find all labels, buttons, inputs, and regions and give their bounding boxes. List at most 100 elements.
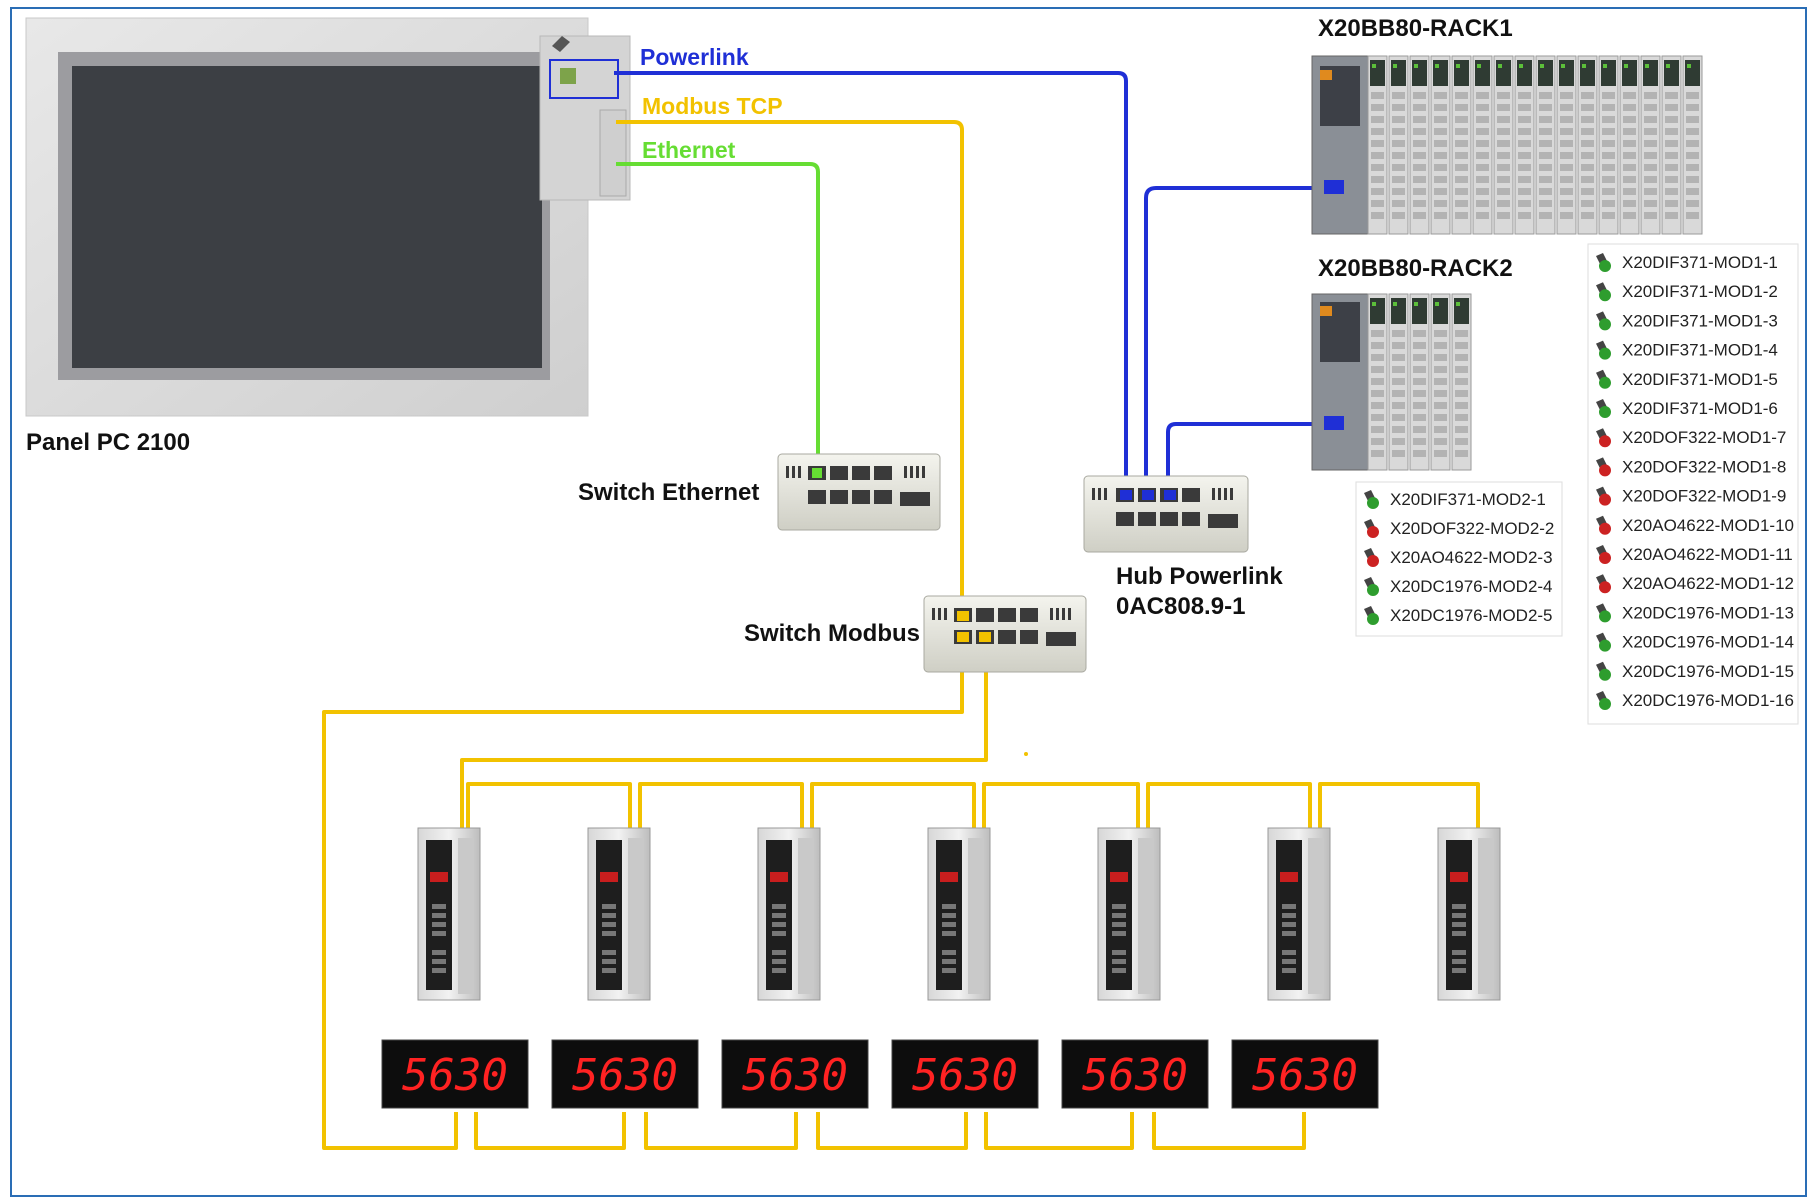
rack2-module-list-box: [1355, 481, 1563, 637]
modbus-drive[interactable]: [587, 827, 651, 1001]
module-name: X20AO4622-MOD1-11: [1622, 545, 1793, 564]
stray-dot: [1024, 752, 1028, 756]
modbus-drive[interactable]: [1437, 827, 1501, 1001]
status-green-icon: [1367, 584, 1379, 596]
status-green-icon: [1367, 613, 1379, 625]
status-green-icon: [1599, 668, 1611, 681]
modbus-drive[interactable]: [757, 827, 821, 1001]
modbus-chain-4: [982, 782, 1140, 832]
rack2-status-led: [1320, 306, 1332, 316]
module-list-item[interactable]: X20AO4622-MOD2-3: [1364, 548, 1553, 567]
module-name: X20DIF371-MOD1-3: [1622, 311, 1778, 330]
digital-display[interactable]: 5630: [891, 1039, 1039, 1109]
hub-powerlink[interactable]: [1083, 475, 1249, 553]
modbus-chain-3: [810, 782, 976, 832]
modbus-displays: 5630 5630 5630 5630 5630 5630: [381, 1039, 1379, 1109]
hub-powerlink-part: 0AC808.9-1: [1116, 593, 1245, 620]
status-red-icon: [1599, 493, 1611, 506]
modbus-drive[interactable]: [1267, 827, 1331, 1001]
module-list-item[interactable]: X20DIF371-MOD1-5: [1596, 369, 1778, 389]
panel-pc[interactable]: [25, 17, 631, 417]
status-green-icon: [1599, 260, 1611, 272]
module-list-item[interactable]: X20DOF322-MOD1-7: [1596, 428, 1786, 448]
module-list-item[interactable]: X20AO4622-MOD1-10: [1596, 515, 1794, 535]
module-list-item[interactable]: X20DOF322-MOD2-2: [1364, 519, 1554, 538]
status-red-icon: [1599, 464, 1611, 477]
status-red-icon: [1599, 435, 1611, 448]
rack-module-slot: [1556, 55, 1577, 235]
switch-ethernet-label: Switch Ethernet: [578, 479, 759, 506]
module-list-item[interactable]: X20DC1976-MOD2-5: [1364, 606, 1553, 625]
digital-display[interactable]: 5630: [1231, 1039, 1379, 1109]
status-green-icon: [1367, 497, 1379, 509]
rack-module-slot: [1472, 55, 1493, 235]
rack2[interactable]: [1311, 293, 1472, 471]
rack2-powerlink-port: [1324, 416, 1344, 430]
module-list-item[interactable]: X20AO4622-MOD1-11: [1596, 545, 1793, 564]
hub-powerlink-label: Hub Powerlink: [1116, 563, 1283, 590]
module-name: X20DIF371-MOD1-4: [1622, 341, 1778, 360]
digital-display[interactable]: 5630: [551, 1039, 699, 1109]
switch-modbus[interactable]: [923, 595, 1087, 673]
display-chain-4: [984, 1112, 1134, 1150]
rack2-label: X20BB80-RACK2: [1318, 255, 1513, 282]
module-name: X20AO4622-MOD1-12: [1622, 574, 1794, 593]
module-list-item[interactable]: X20DOF322-MOD1-8: [1596, 457, 1786, 477]
status-green-icon: [1599, 639, 1611, 652]
module-list-item[interactable]: X20DC1976-MOD2-4: [1364, 577, 1553, 596]
module-list-item[interactable]: X20DIF371-MOD1-2: [1596, 282, 1778, 302]
modbus-chain-5: [1146, 782, 1312, 832]
rack-module-slot: [1514, 55, 1535, 235]
hub-port-2: [1142, 490, 1154, 500]
display-value: 5630: [1082, 1050, 1188, 1101]
modbus-cable-switch-drives: [460, 638, 988, 832]
panel-pc-eth-ports: [599, 109, 627, 197]
module-name: X20AO4622-MOD2-3: [1390, 548, 1553, 567]
module-list-item[interactable]: X20DC1976-MOD1-14: [1596, 632, 1794, 652]
rack-module-slot: [1682, 55, 1703, 235]
powerlink-cable-rack2: [1166, 422, 1336, 496]
module-list-item[interactable]: X20DIF371-MOD2-1: [1364, 490, 1546, 509]
modbus-drive[interactable]: [927, 827, 991, 1001]
modbus-drive[interactable]: [1097, 827, 1161, 1001]
digital-display[interactable]: 5630: [721, 1039, 869, 1109]
switch-ethernet[interactable]: [777, 453, 941, 531]
digital-display[interactable]: 5630: [381, 1039, 529, 1109]
module-list-item[interactable]: X20DC1976-MOD1-16: [1596, 691, 1794, 710]
modbus-drive[interactable]: [417, 827, 481, 1001]
rack-module-slot: [1493, 55, 1514, 235]
module-list-item[interactable]: X20DC1976-MOD1-13: [1596, 603, 1794, 623]
rack-module-slot: [1577, 55, 1598, 235]
modbus-cables: [322, 120, 1480, 1150]
status-green-icon: [1599, 318, 1611, 331]
rack1-status-led: [1320, 70, 1332, 80]
switch-modbus-port-1: [957, 611, 969, 621]
module-name: X20DIF371-MOD2-1: [1390, 490, 1546, 509]
module-list-item[interactable]: X20DC1976-MOD1-15: [1596, 661, 1794, 681]
rack-module-slot: [1451, 55, 1472, 235]
rack-module-slot: [1430, 293, 1451, 471]
module-list-item[interactable]: X20DIF371-MOD1-3: [1596, 311, 1778, 331]
display-value: 5630: [572, 1050, 678, 1101]
hub-port-3: [1164, 490, 1176, 500]
module-name: X20DIF371-MOD1-1: [1622, 253, 1778, 272]
display-value: 5630: [742, 1050, 848, 1101]
digital-display[interactable]: 5630: [1061, 1039, 1209, 1109]
module-name: X20DOF322-MOD1-9: [1622, 487, 1786, 506]
rack-module-slot: [1388, 293, 1409, 471]
module-list-item[interactable]: X20DOF322-MOD1-9: [1596, 486, 1786, 506]
modbus-chain-1: [466, 782, 632, 832]
module-list-item[interactable]: X20DIF371-MOD1-4: [1596, 340, 1778, 360]
rack1[interactable]: [1311, 55, 1703, 235]
modbus-drives: [417, 827, 1501, 1001]
module-name: X20AO4622-MOD1-10: [1622, 516, 1794, 535]
module-list-item[interactable]: X20DIF371-MOD1-6: [1596, 399, 1778, 418]
display-value: 5630: [1252, 1050, 1358, 1101]
module-name: X20DOF322-MOD1-8: [1622, 457, 1786, 476]
powerlink-label: Powerlink: [640, 44, 749, 70]
status-red-icon: [1599, 581, 1611, 594]
status-green-icon: [1599, 289, 1611, 302]
module-list-item[interactable]: X20DIF371-MOD1-1: [1596, 253, 1778, 272]
module-list-item[interactable]: X20AO4622-MOD1-12: [1596, 574, 1794, 594]
